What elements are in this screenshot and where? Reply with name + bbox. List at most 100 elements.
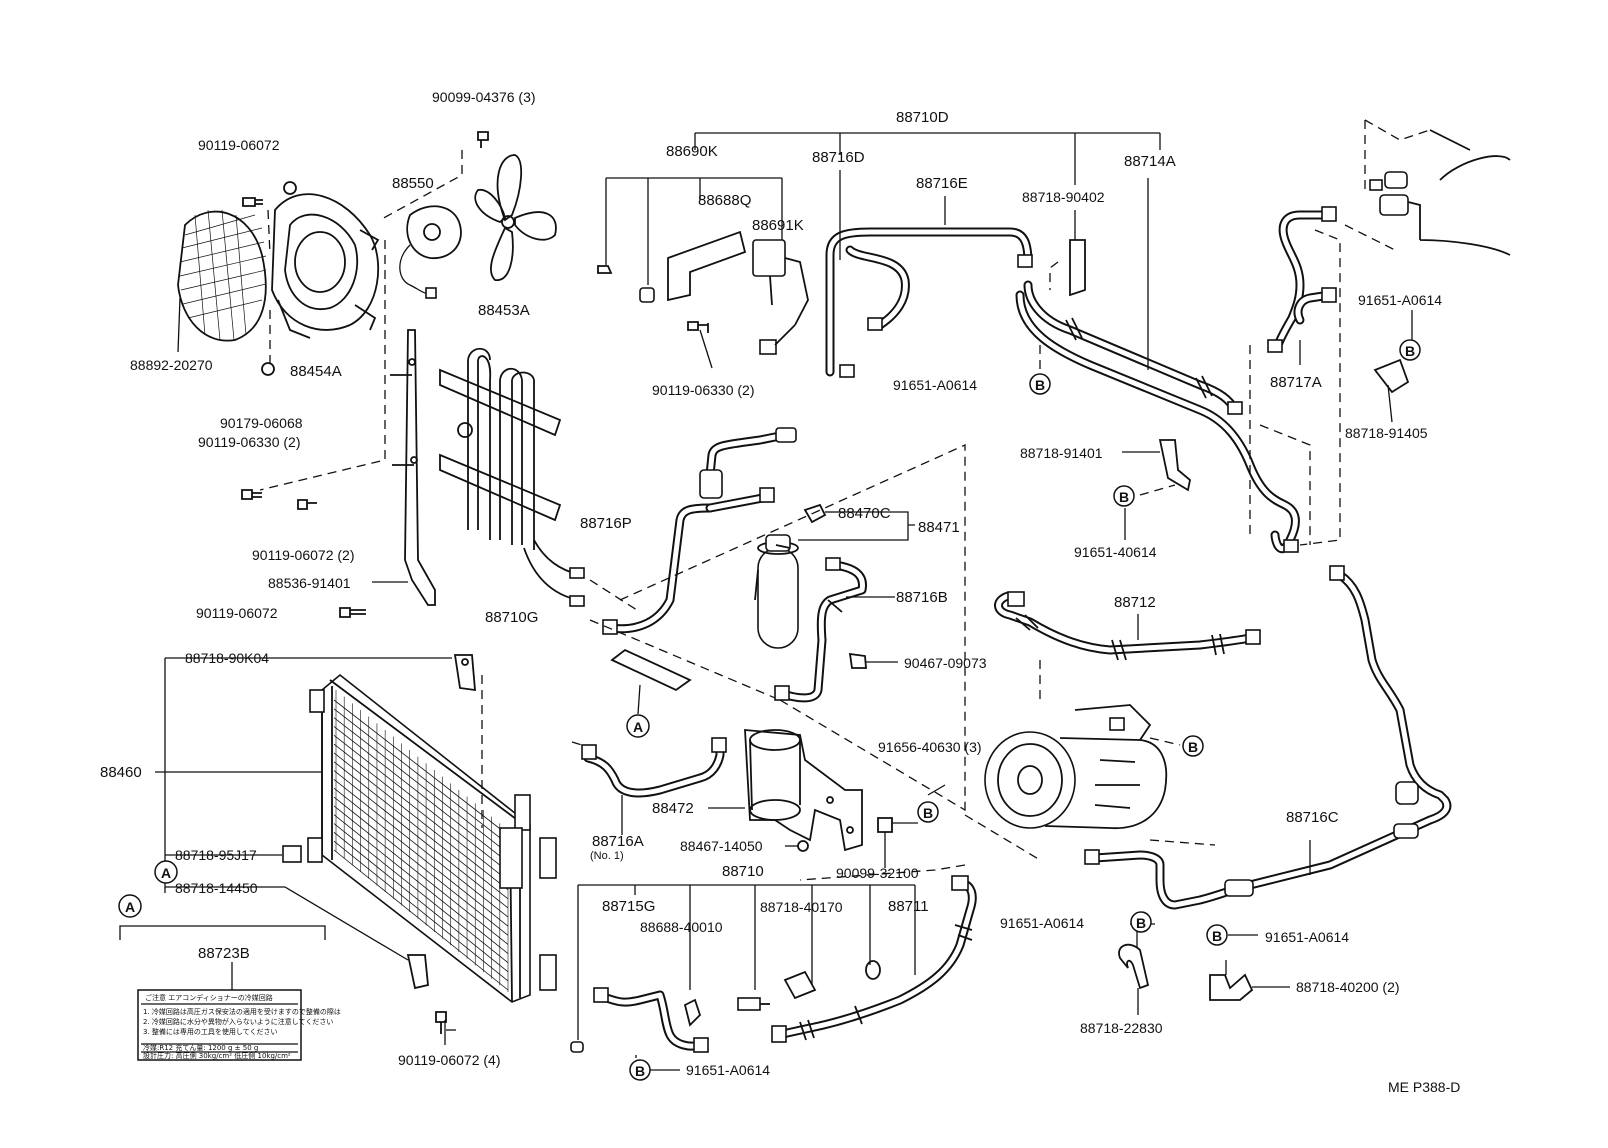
svg-text:B: B (1405, 343, 1415, 359)
nut-88690K-small (597, 265, 613, 274)
label-88710: 88710 (722, 863, 764, 880)
label-88460: 88460 (100, 764, 142, 781)
ref-marker-B-5: B (917, 801, 939, 823)
warning-label-title: ご注意 エアコンディショナーの冷媒回路 (145, 993, 273, 1002)
firewall-block (1299, 119, 1511, 546)
label-90467-09073: 90467-09073 (904, 655, 987, 671)
labels: 90099-04376 (3) 90119-06072 88550 88453A… (100, 89, 1460, 1095)
pipe-88716P (602, 427, 797, 635)
label-88717A: 88717A (1270, 374, 1322, 391)
label-88470C: 88470C (838, 505, 891, 522)
label-90119-06072-top: 90119-06072 (198, 137, 280, 153)
ref-marker-B-4: B (1182, 735, 1204, 757)
svg-text:B: B (1119, 489, 1129, 505)
label-88718-40170: 88718-40170 (760, 899, 843, 915)
label-88716B: 88716B (896, 589, 948, 606)
label-90099-04376: 90099-04376 (3) (432, 89, 536, 105)
clamp-88718-22830 (1118, 930, 1150, 1015)
label-88718-22830: 88718-22830 (1080, 1020, 1163, 1036)
switch-88718-40170 (737, 997, 770, 1011)
bolt-88467-14050 (785, 840, 809, 852)
label-88718-91401: 88718-91401 (1020, 445, 1103, 461)
ref-marker-B-1: B (1029, 373, 1051, 395)
hose-88712 (994, 591, 1261, 661)
label-88471: 88471 (918, 519, 960, 536)
label-88710G: 88710G (485, 609, 538, 626)
label-88454A: 88454A (290, 363, 342, 380)
warning-label-line2: 2. 冷媒回路に水分や異物が入らないように注意してください (143, 1017, 333, 1026)
ref-marker-A-condenser: A (154, 860, 178, 884)
bolt-90119-06072-4 (435, 1011, 456, 1034)
ref-marker-B-2: B (1399, 339, 1421, 361)
bolt-90119-06072-top (242, 197, 263, 207)
diagram-code: ME P388-D (1388, 1079, 1460, 1095)
label-88716C: 88716C (1286, 809, 1339, 826)
label-88453A: 88453A (478, 302, 530, 319)
label-88716D: 88716D (812, 149, 865, 166)
ref-marker-B-6: B (1130, 911, 1152, 933)
ref-markers: A A A B B B B B (118, 339, 1421, 1081)
label-88718-40200: 88718-40200 (2) (1296, 979, 1400, 995)
pipe-88716A (571, 737, 727, 835)
section-A (119, 925, 326, 1061)
clamp-88718-91405 (1373, 358, 1410, 423)
label-88712: 88712 (1114, 594, 1156, 611)
svg-text:B: B (1212, 928, 1222, 944)
ref-marker-B-3: B (1113, 485, 1135, 507)
label-91656-40630: 91656-40630 (3) (878, 739, 982, 755)
label-90179-06068: 90179-06068 (220, 415, 303, 431)
fan-guard-88892-20270 (177, 209, 267, 353)
bracket-88472 (744, 729, 863, 852)
svg-text:B: B (1136, 915, 1146, 931)
pipe-88715G (570, 987, 709, 1053)
label-88688Q: 88688Q (698, 192, 751, 209)
ref-marker-B-8: B (629, 1059, 651, 1081)
label-90119-06072-4: 90119-06072 (4) (398, 1052, 500, 1068)
label-91651-A0614-a: 91651-A0614 (893, 377, 977, 393)
label-88716A: 88716A (592, 833, 644, 850)
label-90119-06330-2: 90119-06330 (2) (652, 382, 754, 398)
clamp-88718-91401 (1122, 439, 1191, 496)
hose-88711 (771, 875, 977, 1043)
grommet-88690K (639, 287, 655, 303)
svg-text:B: B (1188, 739, 1198, 755)
label-90119-06072-mid: 90119-06072 (196, 605, 278, 621)
relay-88691K (752, 239, 809, 355)
pipe-88716B (774, 557, 867, 703)
fan-shroud-88454A (271, 181, 380, 339)
clamp-88718-95J17 (282, 845, 302, 863)
svg-text:B: B (635, 1063, 645, 1079)
label-88472: 88472 (652, 800, 694, 817)
fan-motor-group (177, 131, 557, 510)
label-88716P: 88716P (580, 515, 632, 532)
label-88716A-no1: (No. 1) (590, 850, 624, 862)
ref-marker-A-section: A (118, 894, 142, 918)
condenser-88460 (307, 673, 557, 1003)
label-88550: 88550 (392, 175, 434, 192)
warning-label-line3: 3. 整備には専用の工具を使用してください (143, 1027, 277, 1036)
svg-text:A: A (161, 865, 171, 881)
bolt-90119-06072-2 (297, 499, 317, 510)
svg-text:A: A (633, 719, 643, 735)
label-88691K: 88691K (752, 217, 804, 234)
label-91651-A0614-r: 91651-A0614 (1358, 292, 1442, 308)
relay-group (597, 177, 809, 369)
label-88710D: 88710D (896, 109, 949, 126)
bolt-90119-06330-left (241, 489, 262, 500)
warning-label-88723B (137, 989, 302, 1061)
label-91651-A0614-b: 91651-A0614 (686, 1062, 770, 1078)
warning-label-line5: 設計圧力: 高圧側 30kg/cm² 低圧側 10kg/cm² (143, 1051, 291, 1060)
label-88718-91405: 88718-91405 (1345, 425, 1428, 441)
label-88715G: 88715G (602, 898, 655, 915)
nut-90179-06068 (261, 362, 275, 376)
label-88536-91401: 88536-91401 (268, 575, 351, 591)
label-88718-90402: 88718-90402 (1022, 189, 1105, 205)
evaporator-88710G (439, 347, 585, 607)
svg-text:B: B (923, 805, 933, 821)
label-88716E: 88716E (916, 175, 968, 192)
label-88892-20270: 88892-20270 (130, 357, 213, 373)
bracket-88536-91401 (390, 329, 436, 606)
bolt-90119-06330-2 (687, 321, 709, 333)
ref-marker-A-top: A (626, 714, 650, 738)
